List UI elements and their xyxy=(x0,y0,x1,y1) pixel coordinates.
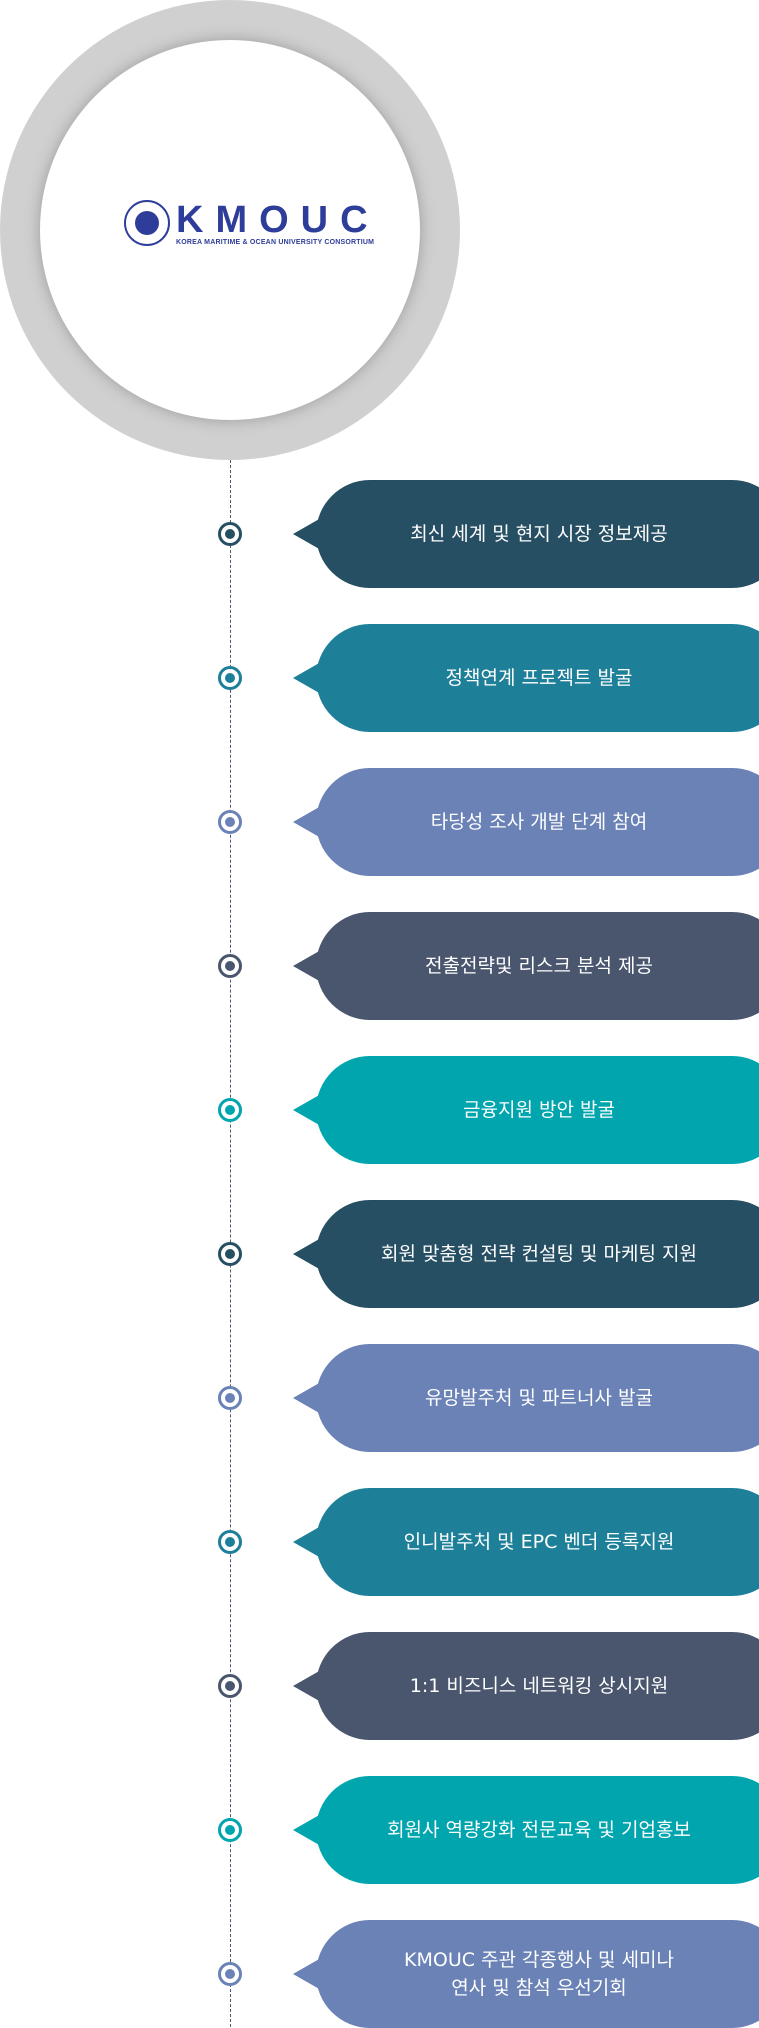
timeline-item: 회원사 역량강화 전문교육 및 기업홍보 xyxy=(0,1776,759,1884)
timeline-dot-icon xyxy=(218,666,242,690)
logo-circle xyxy=(40,40,420,420)
service-bubble: 1:1 비즈니스 네트워킹 상시지원 xyxy=(316,1632,759,1740)
timeline-item: 전출전략및 리스크 분석 제공 xyxy=(0,912,759,1020)
timeline-item: 타당성 조사 개발 단계 참여 xyxy=(0,768,759,876)
service-label: 최신 세계 및 현지 시장 정보제공 xyxy=(410,523,668,545)
timeline-dot-icon xyxy=(218,810,242,834)
service-bubble: 최신 세계 및 현지 시장 정보제공 xyxy=(316,480,759,588)
timeline-dot-icon xyxy=(218,1242,242,1266)
service-label: 유망발주처 및 파트너사 발굴 xyxy=(425,1387,653,1409)
service-bubble: 타당성 조사 개발 단계 참여 xyxy=(316,768,759,876)
logo-subtitle: KOREA MARITIME & OCEAN UNIVERSITY CONSOR… xyxy=(176,238,375,246)
timeline-dot-icon xyxy=(218,1962,242,1986)
timeline-item: 최신 세계 및 현지 시장 정보제공 xyxy=(0,480,759,588)
service-bubble: 정책연계 프로젝트 발굴 xyxy=(316,624,759,732)
timeline-item: 1:1 비즈니스 네트워킹 상시지원 xyxy=(0,1632,759,1740)
service-label: 정책연계 프로젝트 발굴 xyxy=(445,667,633,689)
timeline-item: 인니발주처 및 EPC 벤더 등록지원 xyxy=(0,1488,759,1596)
timeline-dot-icon xyxy=(218,522,242,546)
timeline-dot-icon xyxy=(218,1674,242,1698)
kmouc-logo: KMOUC KOREA MARITIME & OCEAN UNIVERSITY … xyxy=(124,200,380,246)
logo-title: KMOUC xyxy=(176,198,380,241)
service-bubble: 유망발주처 및 파트너사 발굴 xyxy=(316,1344,759,1452)
timeline-item: KMOUC 주관 각종행사 및 세미나 연사 및 참석 우선기회 xyxy=(0,1920,759,2028)
service-bubble: 전출전략및 리스크 분석 제공 xyxy=(316,912,759,1020)
logo-ring xyxy=(0,0,460,460)
university-seal-icon xyxy=(124,200,170,246)
service-bubble: 회원 맞춤형 전략 컨설팅 및 마케팅 지원 xyxy=(316,1200,759,1308)
service-bubble: 금융지원 방안 발굴 xyxy=(316,1056,759,1164)
service-bubble: 회원사 역량강화 전문교육 및 기업홍보 xyxy=(316,1776,759,1884)
service-label: 전출전략및 리스크 분석 제공 xyxy=(425,955,653,977)
timeline-dot-icon xyxy=(218,954,242,978)
service-label: 인니발주처 및 EPC 벤더 등록지원 xyxy=(403,1531,675,1553)
timeline-dot-icon xyxy=(218,1530,242,1554)
timeline-dot-icon xyxy=(218,1386,242,1410)
service-label: 회원사 역량강화 전문교육 및 기업홍보 xyxy=(387,1819,691,1841)
service-label: 타당성 조사 개발 단계 참여 xyxy=(430,811,648,833)
service-bubble: 인니발주처 및 EPC 벤더 등록지원 xyxy=(316,1488,759,1596)
timeline-item: 유망발주처 및 파트너사 발굴 xyxy=(0,1344,759,1452)
service-label: 회원 맞춤형 전략 컨설팅 및 마케팅 지원 xyxy=(381,1243,697,1265)
service-label: 1:1 비즈니스 네트워킹 상시지원 xyxy=(409,1675,669,1697)
timeline-item: 금융지원 방안 발굴 xyxy=(0,1056,759,1164)
service-bubble: KMOUC 주관 각종행사 및 세미나 연사 및 참석 우선기회 xyxy=(316,1920,759,2028)
timeline-item: 회원 맞춤형 전략 컨설팅 및 마케팅 지원 xyxy=(0,1200,759,1308)
timeline-item: 정책연계 프로젝트 발굴 xyxy=(0,624,759,732)
service-label: KMOUC 주관 각종행사 및 세미나 연사 및 참석 우선기회 xyxy=(404,1949,674,1999)
service-label: 금융지원 방안 발굴 xyxy=(463,1099,615,1121)
timeline-dot-icon xyxy=(218,1098,242,1122)
timeline-dot-icon xyxy=(218,1818,242,1842)
